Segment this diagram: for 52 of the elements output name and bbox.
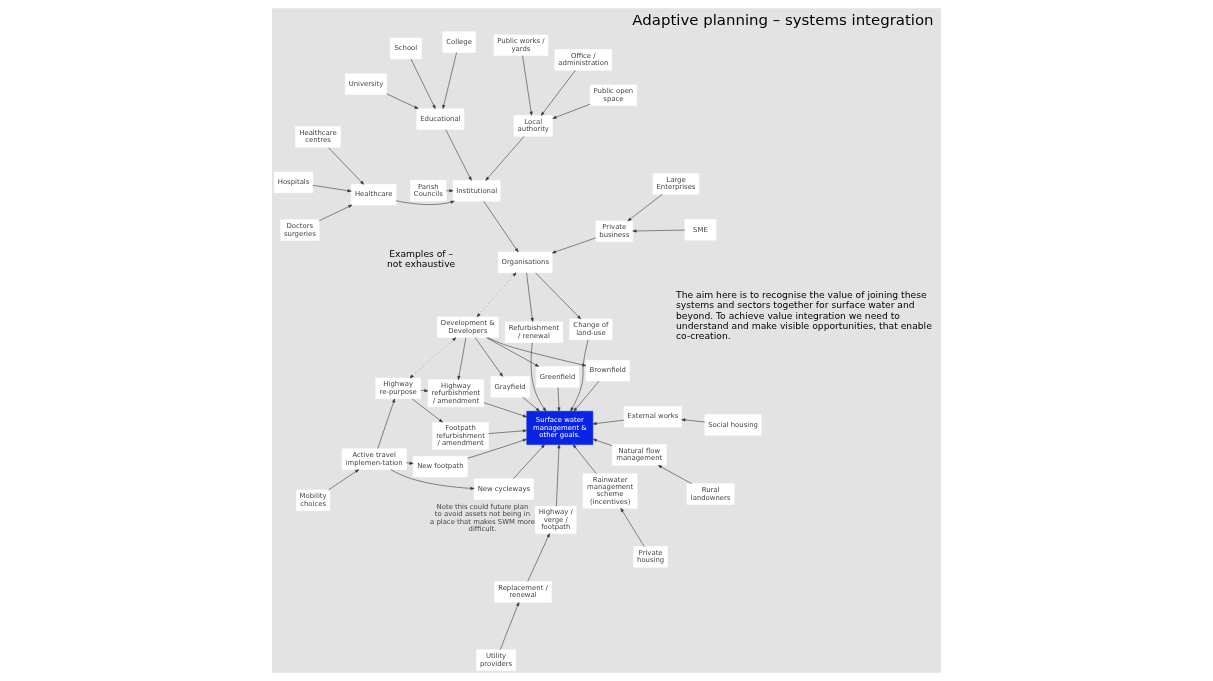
arrow [327,147,364,185]
arrow [632,229,686,233]
arrow [570,339,589,412]
arrow [556,444,561,507]
diagram-title: Adaptive planning – systems integration [632,10,934,29]
arrow [446,189,454,193]
arrow [592,419,625,425]
arrow [681,418,706,423]
arrow [572,444,597,474]
arrow [483,200,519,253]
arrow [377,398,395,450]
arrow [557,387,561,412]
arrow [499,602,520,651]
arrow [395,200,455,205]
arrow [488,429,527,434]
arrow [467,438,527,459]
arrow [410,58,436,109]
caption: The aim here is to recognise the value of joining these systems and sectors together for surface water and beyond. To achieve value integration we need to understand and make visible opportunities, that enable co-creation. [676,289,932,342]
arrow [406,461,414,465]
arrow [386,93,419,109]
arrow [487,337,587,367]
arrow [474,337,503,377]
arrow [390,469,475,490]
arrow [592,438,613,446]
arrow [522,55,533,116]
arrow [573,380,600,412]
arrow [486,337,540,367]
arrow [442,52,457,109]
arrow [527,533,550,582]
arrow [445,129,472,181]
arrow [409,337,457,379]
arrow [540,70,576,116]
arrow [552,237,597,254]
arrow [522,396,540,412]
arrow [485,136,525,181]
arrow [620,508,645,547]
arrow [526,272,534,322]
arrow [483,402,527,418]
arrow [658,465,692,484]
arrow [552,103,591,119]
arrow [457,337,467,380]
arrow [627,193,663,222]
arrow [530,342,547,412]
arrow [328,469,360,491]
arrow [312,185,352,193]
arrow [476,272,517,318]
arrow [420,389,429,393]
arrow [411,398,443,423]
arrow [318,204,353,222]
arrow [535,272,581,320]
arrow [513,444,545,479]
label: Examples of – not exhaustive [387,247,456,269]
